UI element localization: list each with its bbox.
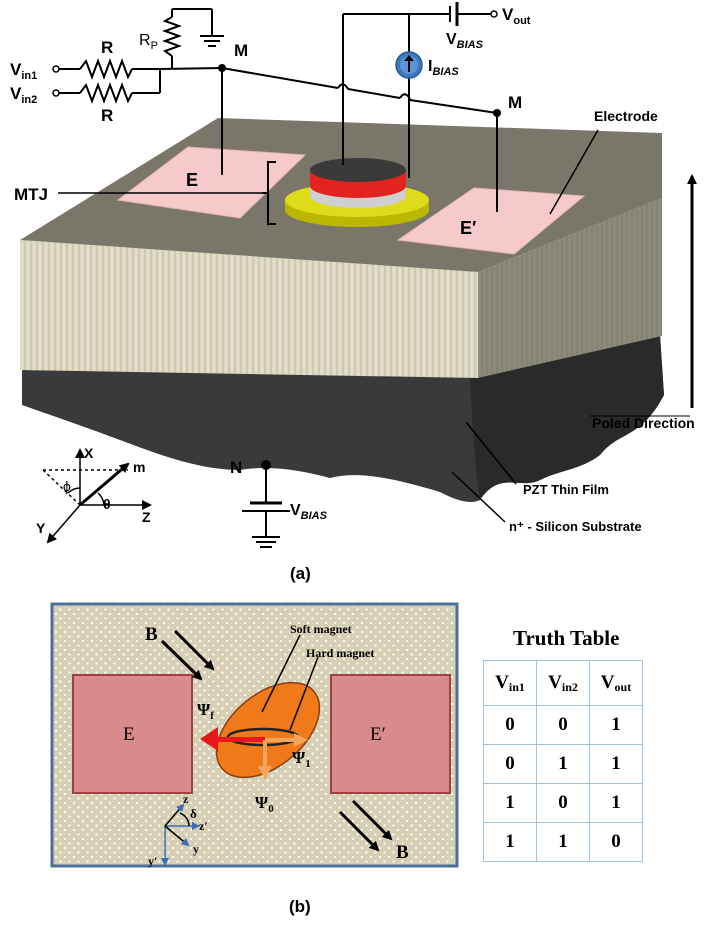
b-electrode-e-prime [330, 674, 451, 794]
r-lower-label: R [101, 106, 113, 125]
soft-magnet-label: Soft magnet [290, 622, 352, 636]
table-cell: 1 [483, 783, 537, 823]
vin1-terminal [52, 65, 60, 73]
b-axis-z-prime-label: z′ [199, 819, 208, 833]
table-cell: 0 [536, 783, 590, 823]
m-right-label: M [508, 93, 522, 112]
e-left-label: E [186, 170, 198, 190]
phi-label: ϕ [63, 478, 71, 494]
table-row: 0 1 1 [483, 744, 643, 784]
b-axis-y-prime-label: y′ [148, 854, 157, 868]
panel-a: RP R R Vin1 Vin2 M M Vout VBIAS IBIAS El… [10, 2, 697, 583]
mtj-stack [285, 158, 429, 227]
poled-direction-label: Poled Direction [592, 415, 695, 431]
table-cell: 1 [589, 744, 643, 784]
panel-a-caption: (a) [290, 564, 311, 583]
mtj-bracket [262, 161, 276, 225]
panel-b: B B Soft magnet Hard magnet E E′ Ψf Ψ1 Ψ… [50, 602, 459, 916]
vbias-bottom-label: VBIAS [290, 502, 328, 522]
truth-table-header: Vin1 [483, 660, 537, 706]
vout-terminal [490, 10, 498, 18]
axis-y-label: Y [36, 520, 46, 536]
vin1-label: Vin1 [10, 60, 37, 82]
pzt-side-face [478, 198, 662, 378]
vout-label: Vout [502, 5, 531, 27]
truth-table: Vin1 Vin2 Vout 0 0 1 0 1 1 1 0 1 1 1 0 [483, 660, 643, 862]
axis-m-label: m [133, 459, 145, 475]
b-e-label: E [123, 724, 135, 745]
vin2-terminal [52, 89, 60, 97]
b-axes-inset [161, 803, 200, 866]
b-bottom-label: B [396, 842, 409, 863]
pzt-callout [465, 421, 517, 485]
truth-table-title: Truth Table [513, 626, 620, 650]
b-axis-z-label: z [183, 792, 189, 806]
axes-inset [42, 448, 152, 544]
b-field-arrows-bottom [338, 799, 393, 852]
vbias-top-label: VBIAS [446, 31, 484, 51]
truth-table-header: Vout [589, 660, 643, 706]
psi-0-label: Ψ0 [255, 793, 274, 815]
m-left-label: M [234, 41, 248, 60]
b-axis-y-label: y [193, 842, 199, 856]
table-cell: 0 [483, 705, 537, 745]
e-right-label: E′ [460, 218, 476, 238]
current-source-icon [395, 51, 423, 79]
pzt-front-face [20, 240, 478, 378]
table-cell: 1 [589, 705, 643, 745]
table-row: 1 0 1 [483, 783, 643, 823]
electrode-e-right [396, 187, 586, 255]
table-cell: 1 [536, 744, 590, 784]
table-cell: 0 [589, 822, 643, 862]
b-top-label: B [145, 624, 158, 645]
hard-magnet-label: Hard magnet [306, 646, 374, 660]
rp-label: RP [139, 32, 158, 52]
node-m-right [493, 109, 501, 117]
b-electrode-e [72, 674, 193, 794]
truth-table-header: Vin2 [536, 660, 590, 706]
axis-z-label: Z [142, 509, 151, 525]
ibias-label: IBIAS [428, 58, 459, 78]
electrode-e-left [116, 146, 307, 219]
node-n [261, 460, 271, 470]
electrode-callout [549, 129, 599, 215]
table-cell: 1 [483, 822, 537, 862]
theta-label: θ [103, 496, 111, 512]
pzt-label: PZT Thin Film [523, 482, 609, 497]
substrate-callout [451, 471, 506, 523]
r-upper-label: R [101, 38, 113, 57]
table-cell: 0 [536, 705, 590, 745]
b-e-prime-label: E′ [370, 724, 386, 745]
node-m-left [218, 64, 226, 72]
substrate-label: n⁺ - Silicon Substrate [509, 519, 642, 534]
b-delta-label: δ [190, 806, 197, 821]
psi-f-arrow [200, 727, 265, 751]
circuit-wires [56, 2, 498, 548]
b-field-arrows-top [160, 629, 215, 681]
n-label: N [230, 458, 242, 477]
table-row: 1 1 0 [483, 822, 643, 862]
table-cell: 0 [483, 744, 537, 784]
electrode-label: Electrode [594, 108, 658, 124]
vin2-label: Vin2 [10, 84, 37, 106]
table-row: 0 0 1 [483, 705, 643, 745]
panel-b-caption: (b) [289, 897, 311, 916]
mtj-label: MTJ [14, 185, 48, 204]
table-cell: 1 [536, 822, 590, 862]
table-cell: 1 [589, 783, 643, 823]
axis-x-label: X [84, 445, 94, 461]
psi-f-label: Ψf [197, 700, 214, 722]
psi-1-label: Ψ1 [292, 748, 311, 770]
